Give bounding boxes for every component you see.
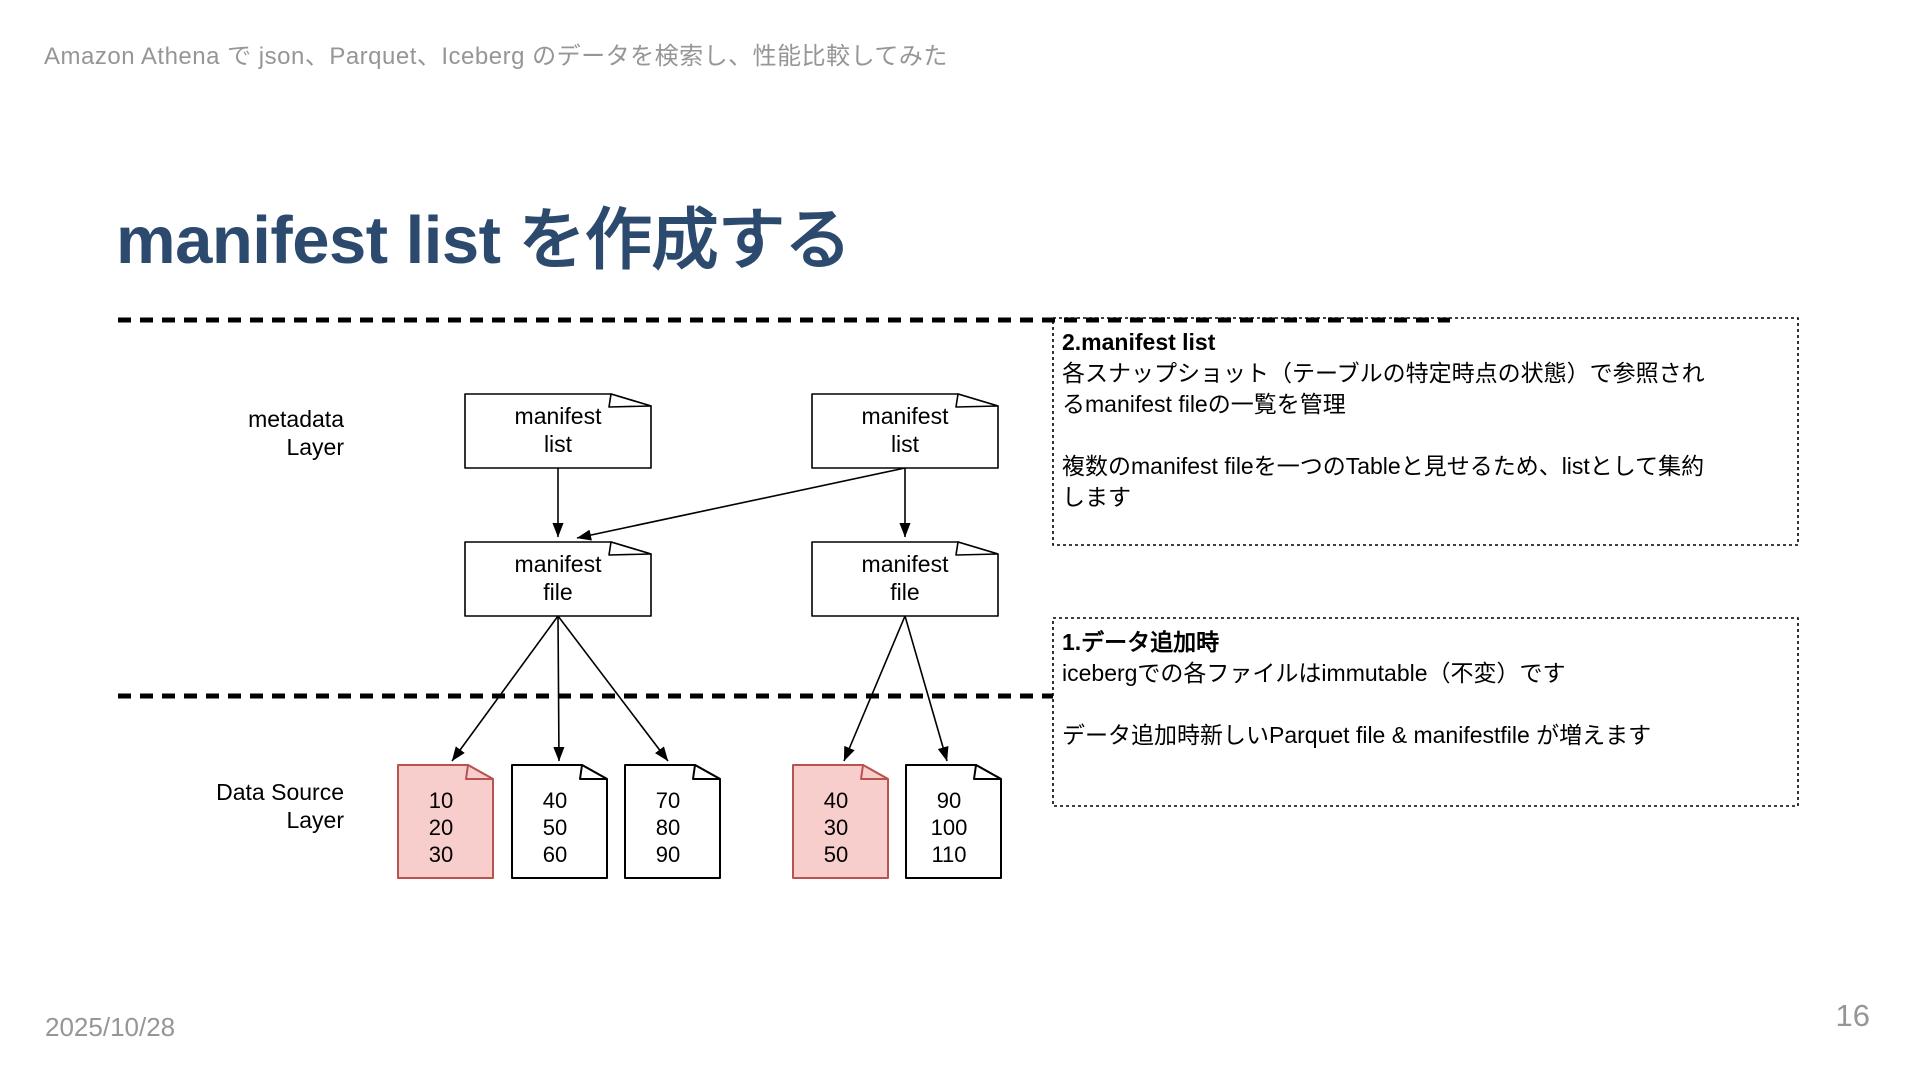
slide-title: manifest list を作成する <box>116 203 852 278</box>
data-file-1-value-3: 30 <box>429 842 453 867</box>
data-file-2-value-1: 40 <box>543 788 567 813</box>
data-file-1-value-2: 20 <box>429 815 453 840</box>
data-file-5-value-2: 100 <box>931 815 968 840</box>
data-source-layer-label-line2: Layer <box>286 807 344 833</box>
manifest-file-box-1: manifest file <box>464 541 652 617</box>
manifest-file-1-label-line1: manifest <box>515 551 603 577</box>
data-file-2-value-2: 50 <box>543 815 567 840</box>
folded-corner-icon <box>608 541 652 556</box>
arrow-file1-to-data2 <box>553 615 565 762</box>
metadata-layer-label-line2: Layer <box>286 434 344 460</box>
data-file-5-value-1: 90 <box>937 788 961 813</box>
data-file-4-value-3: 50 <box>824 842 848 867</box>
data-add-note: 1.データ追加時 icebergでの各ファイルはimmutable（不変）です … <box>1062 627 1790 751</box>
arrow-file1-to-data1 <box>451 615 559 762</box>
data-file-3-value-3: 90 <box>656 842 680 867</box>
data-file-3-value-2: 80 <box>656 815 680 840</box>
page-number: 16 <box>1835 998 1870 1033</box>
arrow-file1-to-data3 <box>557 615 669 762</box>
folded-corner-icon <box>955 393 999 408</box>
data-add-note-para2: データ追加時新しいParquet file & manifestfile が増え… <box>1062 722 1652 748</box>
arrow-file2-to-data5 <box>904 615 949 762</box>
manifest-list-2-label-line1: manifest <box>862 403 950 429</box>
data-file-4: 40 30 50 <box>792 764 889 879</box>
manifest-file-2-label-line2: file <box>890 579 919 605</box>
slide-date: 2025/10/28 <box>45 1012 176 1042</box>
folded-corner-icon <box>465 764 494 780</box>
folded-corner-icon <box>973 764 1002 780</box>
data-file-3: 70 80 90 <box>624 764 721 879</box>
manifest-list-2-label-line2: list <box>891 431 920 457</box>
data-file-4-value-2: 30 <box>824 815 848 840</box>
data-source-layer-label-line1: Data Source <box>216 779 344 805</box>
presentation-title: Amazon Athena で json、Parquet、Iceberg のデー… <box>44 43 948 70</box>
folded-corner-icon <box>955 541 999 556</box>
metadata-layer-label-line1: metadata <box>248 406 344 432</box>
data-file-1: 10 20 30 <box>397 764 494 879</box>
data-file-3-value-1: 70 <box>656 788 680 813</box>
manifest-file-box-2: manifest file <box>811 541 999 617</box>
folded-corner-icon <box>692 764 721 780</box>
manifest-list-1-label-line2: list <box>544 431 573 457</box>
data-file-2: 40 50 60 <box>511 764 608 879</box>
manifest-list-box-1: manifest list <box>464 393 652 469</box>
data-file-4-value-1: 40 <box>824 788 848 813</box>
arrow-list2-to-file1 <box>576 467 906 541</box>
manifest-file-2-label-line1: manifest <box>862 551 950 577</box>
manifest-list-note-border <box>1052 317 1799 546</box>
folded-corner-icon <box>860 764 889 780</box>
data-add-note-border <box>1052 617 1799 807</box>
metadata-layer-label: metadata Layer <box>248 406 344 460</box>
data-file-5: 90 100 110 <box>905 764 1002 879</box>
folded-corner-icon <box>579 764 608 780</box>
manifest-list-note-para1: 各スナップショット（テーブルの特定時点の状態）で参照され るmanifest f… <box>1062 360 1705 417</box>
manifest-list-note: 2.manifest list 各スナップショット（テーブルの特定時点の状態）で… <box>1062 327 1790 513</box>
manifest-list-note-heading: 2.manifest list <box>1062 329 1216 355</box>
manifest-file-1-label-line2: file <box>543 579 572 605</box>
manifest-list-note-para2: 複数のmanifest fileを一つのTableと見せるため、listとして集… <box>1062 453 1705 510</box>
data-file-2-value-3: 60 <box>543 842 567 867</box>
data-file-5-value-3: 110 <box>931 842 966 867</box>
data-add-note-heading: 1.データ追加時 <box>1062 629 1220 655</box>
manifest-list-1-label-line1: manifest <box>515 403 603 429</box>
manifest-list-box-2: manifest list <box>811 393 999 469</box>
data-add-note-para1: icebergでの各ファイルはimmutable（不変）です <box>1062 660 1566 686</box>
data-file-1-value-1: 10 <box>429 788 453 813</box>
diagram-arrows <box>451 467 949 762</box>
data-source-layer-label: Data Source Layer <box>216 779 344 833</box>
arrow-file2-to-data4 <box>843 615 906 762</box>
folded-corner-icon <box>608 393 652 408</box>
